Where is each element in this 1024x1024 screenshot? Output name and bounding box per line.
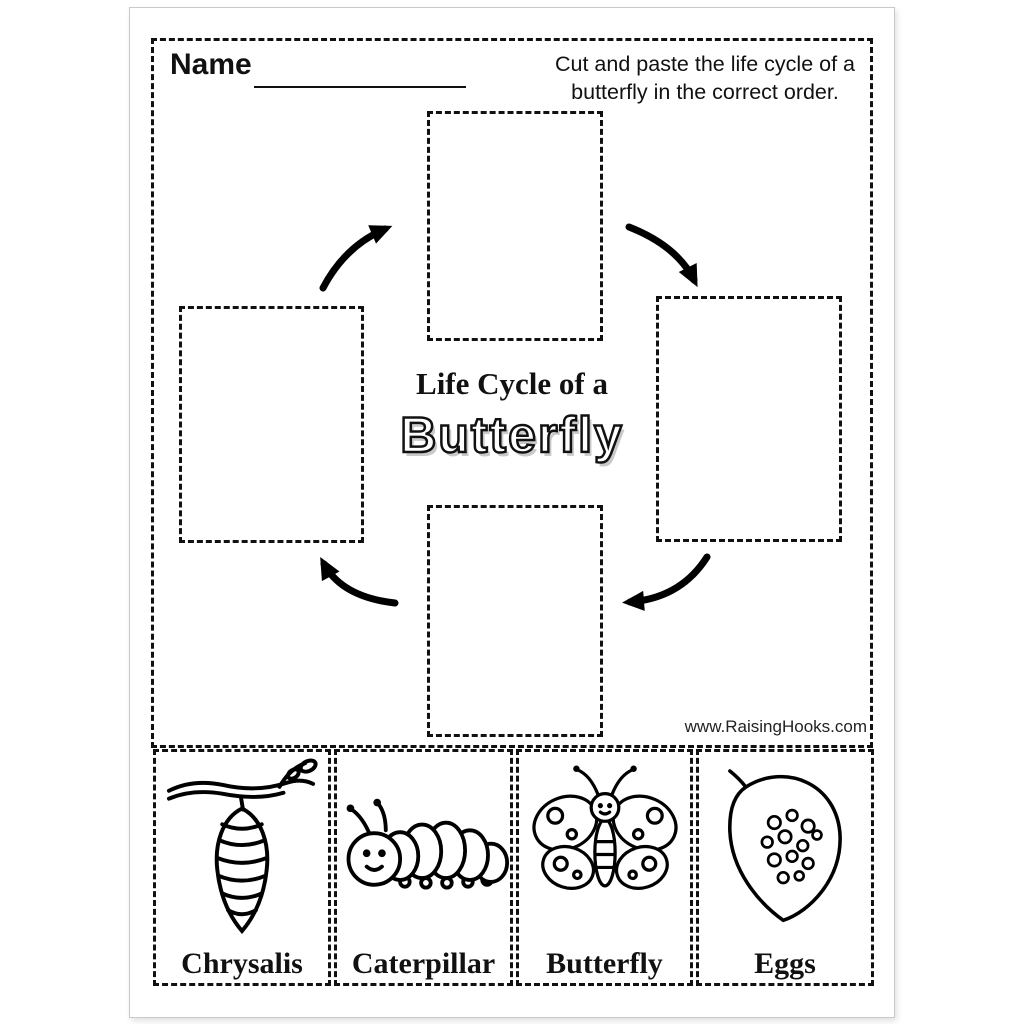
cutout-label-butterfly: Butterfly <box>546 946 663 980</box>
caterpillar-icon <box>346 798 509 890</box>
butterfly-icon <box>531 765 678 890</box>
cutout-label-caterpillar: Caterpillar <box>351 946 496 980</box>
drop-zone-bottom[interactable] <box>427 505 603 737</box>
worksheet-title: Life Cycle of a Butterfly <box>352 366 672 464</box>
cutout-label-chrysalis: Chrysalis <box>181 946 303 980</box>
drop-zone-right[interactable] <box>656 296 842 542</box>
name-label: Name <box>170 48 252 81</box>
worksheet-page: Name Cut and paste the life cycle of a b… <box>129 7 895 1018</box>
instructions-text: Cut and paste the life cycle of a butter… <box>530 50 880 107</box>
name-write-line[interactable] <box>254 54 466 88</box>
chrysalis-icon <box>166 758 318 935</box>
cutout-label-eggs: Eggs <box>754 946 816 980</box>
cutout-card-caterpillar[interactable]: Caterpillar <box>334 749 513 986</box>
drop-zone-top[interactable] <box>427 111 603 341</box>
instructions-line-1: Cut and paste the life cycle of a <box>555 52 855 76</box>
drop-zone-left[interactable] <box>179 306 364 543</box>
cutout-card-butterfly[interactable]: Butterfly <box>516 749 693 986</box>
cutout-card-eggs[interactable]: Eggs <box>696 749 874 986</box>
title-line-2: Butterfly <box>399 406 624 465</box>
worksheet-border <box>151 38 873 748</box>
website-credit: www.RaisingHooks.com <box>684 717 867 736</box>
title-line-1: Life Cycle of a <box>416 366 608 401</box>
instructions-line-2: butterfly in the correct order. <box>571 80 839 105</box>
cutout-card-chrysalis[interactable]: Chrysalis <box>153 749 331 986</box>
eggs-icon <box>728 769 842 923</box>
